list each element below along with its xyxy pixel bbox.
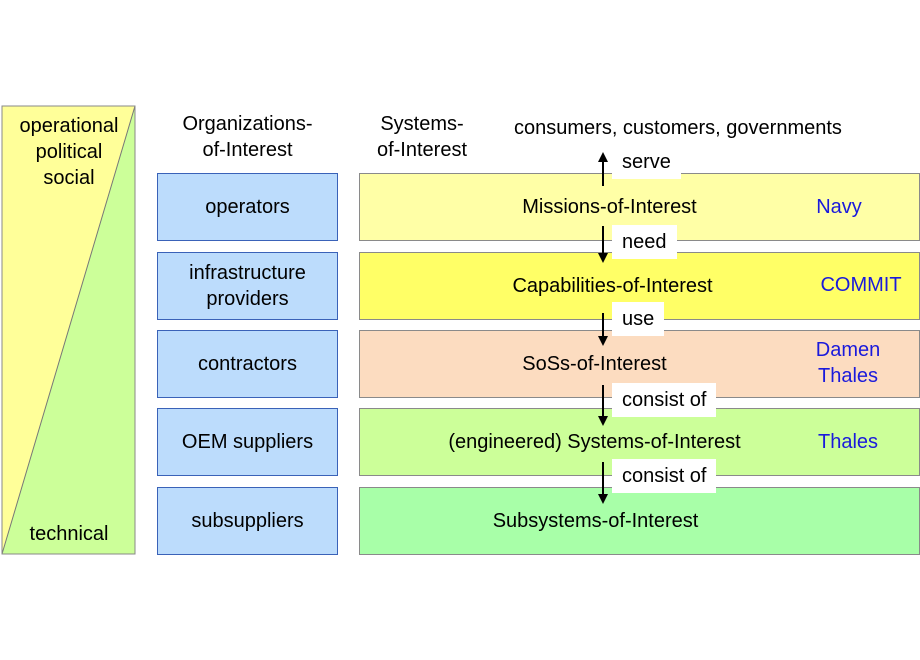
left-bar-diagonal bbox=[1, 105, 136, 555]
connector-label-serve: serve bbox=[612, 145, 681, 179]
left-bar-top-line: social bbox=[43, 167, 95, 189]
system-label: Capabilities-of-Interest bbox=[512, 275, 713, 297]
connector-label-consist-of: consist of bbox=[612, 383, 717, 417]
organizations-header: Organizations- of-Interest bbox=[160, 111, 335, 163]
left-bar-top-line: operational bbox=[19, 115, 119, 137]
org-box-contractors: contractors bbox=[157, 330, 338, 398]
org-label: infrastructure bbox=[189, 262, 306, 284]
company-label-thales: Thales bbox=[817, 431, 879, 453]
system-label: (engineered) Systems-of-Interest bbox=[448, 431, 741, 453]
org-box-operators: operators bbox=[157, 173, 338, 241]
systems-header-line: of-Interest bbox=[376, 139, 468, 161]
left-bar-bottom-label: technical bbox=[29, 523, 109, 545]
organizations-header-line: Organizations- bbox=[182, 113, 313, 135]
company-line: Thales bbox=[817, 365, 879, 387]
org-label: subsuppliers bbox=[191, 510, 304, 532]
connector-label-consist-of: consist of bbox=[612, 459, 717, 493]
company-label-commit: COMMIT bbox=[820, 274, 902, 296]
org-label: operators bbox=[205, 196, 290, 218]
left-bar-top-line: political bbox=[35, 141, 103, 163]
stakeholders-label: consumers, customers, governments bbox=[514, 117, 842, 139]
left-bar-border bbox=[1, 105, 136, 555]
org-label: providers bbox=[206, 288, 289, 310]
system-label: SoSs-of-Interest bbox=[522, 353, 667, 375]
company-label-navy: Navy bbox=[816, 196, 862, 218]
connector-label-use: use bbox=[612, 302, 665, 336]
systems-header-line: Systems- bbox=[380, 113, 464, 135]
org-box-subsuppliers: subsuppliers bbox=[157, 487, 338, 555]
org-box-infrastructure-providers: infrastructure providers bbox=[157, 252, 338, 320]
system-label: Missions-of-Interest bbox=[522, 196, 697, 218]
system-box-subsystems: Subsystems-of-Interest bbox=[359, 487, 920, 555]
connector-label-need: need bbox=[612, 225, 677, 259]
systems-header: Systems- of-Interest bbox=[360, 111, 484, 163]
organizations-header-line: of-Interest bbox=[202, 139, 293, 161]
left-bar-top-label: operational political social bbox=[8, 113, 130, 191]
org-label: contractors bbox=[198, 353, 297, 375]
company-line: Damen bbox=[815, 339, 881, 361]
org-label: OEM suppliers bbox=[181, 431, 314, 453]
org-box-oem-suppliers: OEM suppliers bbox=[157, 408, 338, 476]
company-label-damen-thales: Damen Thales bbox=[800, 337, 896, 389]
system-label: Subsystems-of-Interest bbox=[492, 510, 699, 532]
